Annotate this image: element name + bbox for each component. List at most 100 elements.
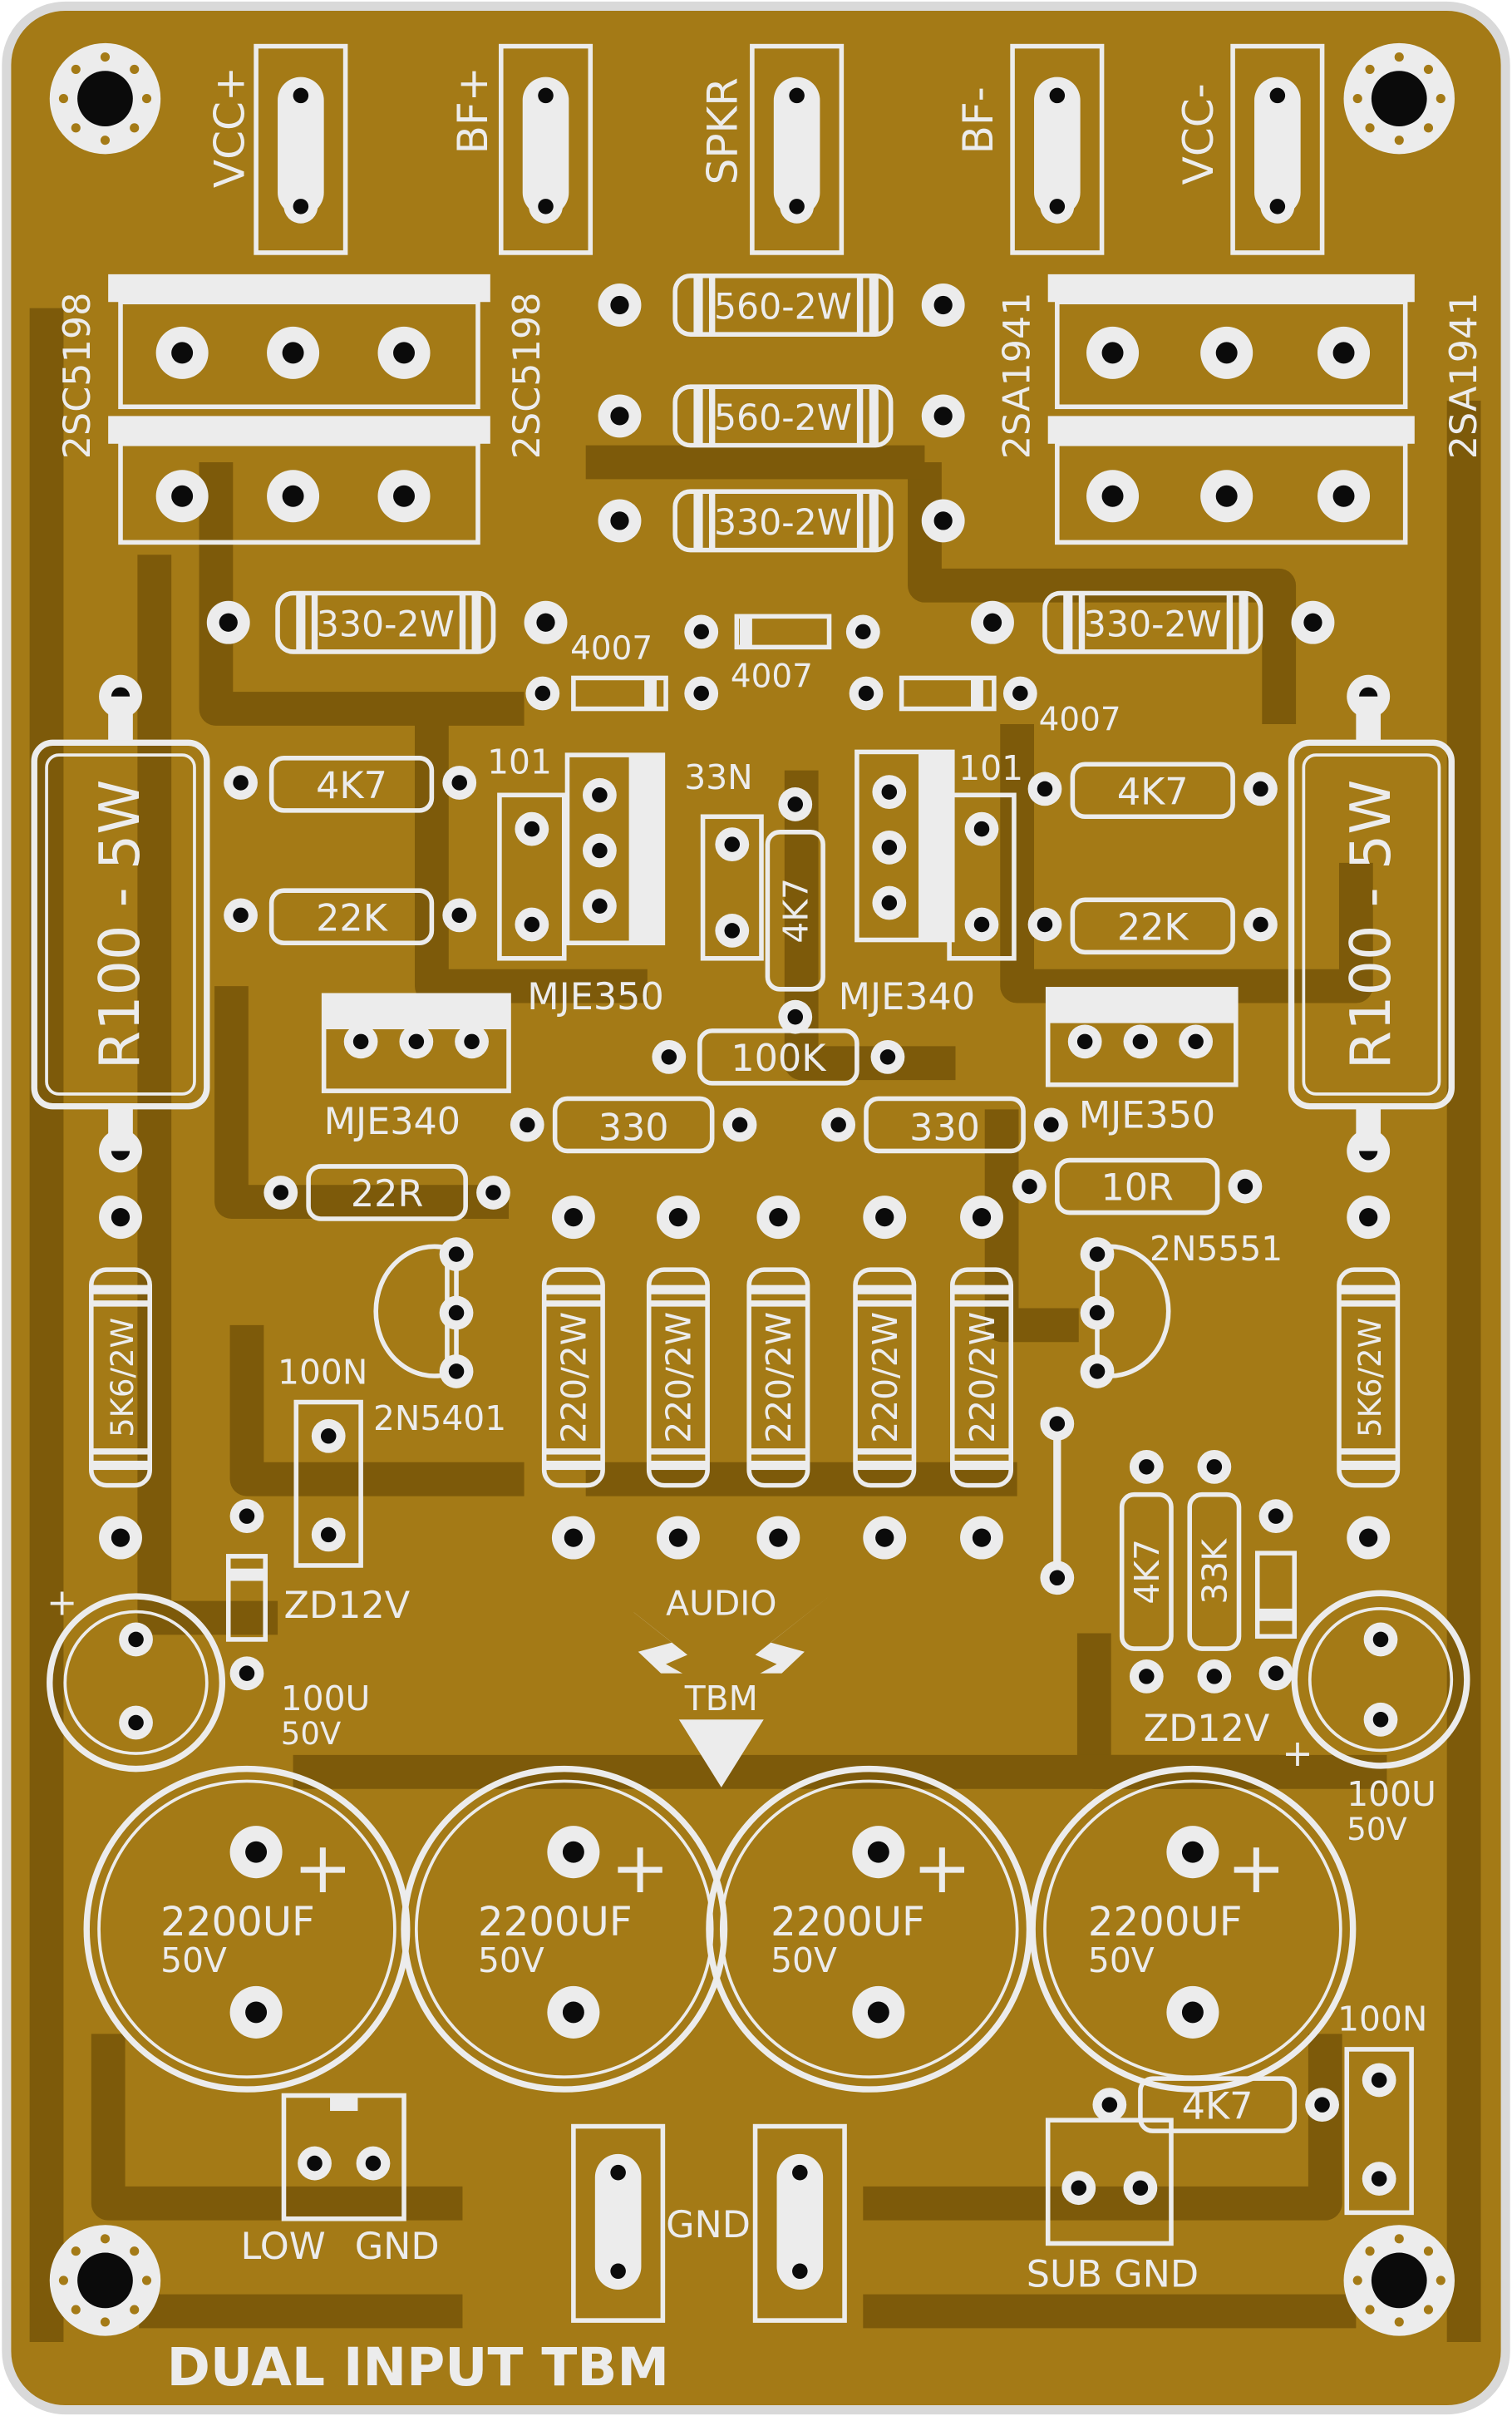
label-4k7-small: 4K7 <box>1127 1539 1167 1605</box>
resistor-r100-5w-right: R100 - 5W <box>1288 674 1455 1173</box>
diode-4007-a: 4007 <box>525 630 719 712</box>
label-gnd-center: GND <box>666 2204 751 2246</box>
label-220-1: 220/2W <box>554 1312 594 1443</box>
transistor-mje350-horizontal: MJE350 <box>1045 987 1239 1137</box>
label-vcc-neg: VCC- <box>1175 83 1223 185</box>
label-100n-right: 100N <box>1337 1999 1427 2039</box>
resistor-5k6-right: 5K6/2W <box>1339 1196 1397 1560</box>
label-330-b: 330 <box>909 1107 980 1149</box>
capacitor-101-right: 101 <box>947 748 1023 961</box>
resistor-5k6-left: 5K6/2W <box>91 1196 150 1560</box>
resistor-4k7-bottom: 4K7 <box>1092 2076 1339 2133</box>
label-50v-left: 50V <box>281 1716 342 1752</box>
resistor-22r: 22R <box>263 1164 510 1221</box>
terminal-vcc-pos: VCC+ <box>205 43 348 255</box>
label-33n: 33N <box>684 757 752 797</box>
label-4k7-bottom: 4K7 <box>1182 2085 1253 2128</box>
label-mje350-a: MJE350 <box>527 976 663 1018</box>
label-220-4: 220/2W <box>865 1312 905 1443</box>
label-2sc5198-a: 2SC5198 <box>57 293 99 460</box>
resistor-220-4: 220/2W <box>855 1196 914 1560</box>
label-2200uf-2: 2200UF <box>478 1899 633 1945</box>
label-bf-neg: BF- <box>954 86 1002 154</box>
connector-low-gnd: LOW GND <box>241 2093 440 2268</box>
label-2200uf-4: 2200UF <box>1088 1899 1243 1945</box>
label-220-2: 220/2W <box>659 1312 699 1443</box>
resistor-4k7-right: 4K7 <box>1027 762 1278 820</box>
label-560-b: 560-2W <box>714 397 852 439</box>
label-50v-4: 50V <box>1088 1940 1155 1980</box>
mounting-hole-top-right <box>1343 42 1455 155</box>
resistor-33k-small: 33K <box>1187 1449 1242 1694</box>
label-2sa1941-b: 2SA1941 <box>1443 292 1485 459</box>
diode-4007-b: 4007 <box>684 614 880 696</box>
label-100u-left: 100U <box>281 1679 371 1718</box>
label-low: LOW <box>241 2226 326 2268</box>
label-4007-b: 4007 <box>731 658 813 696</box>
label-vcc-pos: VCC+ <box>205 67 254 188</box>
resistor-220-3: 220/2W <box>749 1196 807 1560</box>
resistor-220-5: 220/2W <box>953 1196 1011 1560</box>
label-mje340-b: MJE340 <box>324 1101 460 1143</box>
diode-4007-c: 4007 <box>849 675 1121 738</box>
terminal-gnd-right <box>752 2123 847 2323</box>
board-title: DUAL INPUT TBM <box>167 2337 669 2398</box>
label-r100-5w-left: R100 - 5W <box>87 780 152 1070</box>
plus-cap-3: + <box>913 1827 972 1910</box>
resistor-560-b: 560-2W <box>598 387 965 445</box>
zener-zd12v-left: ZD12V <box>225 1499 411 1691</box>
label-101-right: 101 <box>958 748 1023 788</box>
label-2200uf-1: 2200UF <box>160 1899 315 1945</box>
jumper-wire <box>1040 1407 1075 1595</box>
label-50v-1: 50V <box>160 1940 227 1980</box>
transistor-mje340-vertical: MJE340 <box>839 749 975 1018</box>
resistor-10r: 10R <box>1012 1157 1263 1215</box>
mounting-hole-top-left <box>49 42 161 155</box>
capacitor-101-left: 101 <box>487 742 567 961</box>
plus-cap-1: + <box>293 1827 352 1910</box>
transistor-mje350-vertical: MJE350 <box>527 752 666 1018</box>
capacitor-100n-left: 100N <box>278 1352 367 1568</box>
capacitor-100n-right: 100N <box>1337 1999 1427 2216</box>
capacitor-33n: 33N <box>684 757 764 961</box>
transistor-2sc5198-b <box>108 416 490 545</box>
resistor-330-b: 330 <box>821 1096 1068 1154</box>
label-560-a: 560-2W <box>714 287 852 328</box>
resistor-330-a: 330 <box>510 1096 757 1154</box>
label-mje340-a: MJE340 <box>839 976 975 1018</box>
label-33k-small: 33K <box>1195 1538 1235 1605</box>
audio-tbm-logo: AUDIO TBM <box>613 1583 830 1787</box>
terminal-gnd-left <box>571 2123 666 2323</box>
connector-sub-gnd: SUB GND <box>1027 2118 1199 2295</box>
transistor-mje340-horizontal: MJE340 <box>321 993 511 1143</box>
logo-tbm: TBM <box>684 1679 758 1718</box>
label-sub-gnd: SUB GND <box>1027 2253 1199 2295</box>
resistor-r100-5w-left: R100 - 5W <box>31 674 210 1173</box>
label-2n5551: 2N5551 <box>1150 1229 1283 1269</box>
label-50v-2: 50V <box>478 1940 544 1980</box>
label-4k7-right: 4K7 <box>1117 771 1189 813</box>
label-22r: 22R <box>351 1173 423 1215</box>
terminal-vcc-neg: VCC- <box>1175 43 1325 255</box>
plus-cap-2: + <box>610 1827 669 1910</box>
logo-audio: AUDIO <box>666 1583 776 1623</box>
terminal-bf-pos: BF+ <box>449 43 593 255</box>
resistor-330-center: 330-2W <box>598 491 965 550</box>
label-spkr: SPKR <box>698 77 746 185</box>
label-22k-right: 22K <box>1117 907 1190 949</box>
resistor-220-1: 220/2W <box>544 1196 603 1560</box>
resistor-560-a: 560-2W <box>598 276 965 334</box>
transistor-2n5401: 2N5401 <box>373 1237 506 1438</box>
label-2n5401: 2N5401 <box>373 1398 506 1438</box>
label-low-gnd: GND <box>355 2226 440 2268</box>
capacitor-100u-right: + 100U 50V <box>1282 1590 1470 1847</box>
label-4007-a: 4007 <box>570 630 653 668</box>
terminal-bf-neg: BF- <box>954 43 1105 255</box>
label-zd12v-right: ZD12V <box>1144 1708 1270 1750</box>
resistor-220-2: 220/2W <box>649 1196 707 1560</box>
label-4007-c: 4007 <box>1039 701 1121 738</box>
capacitor-100u-left: + 100U 50V <box>47 1581 371 1773</box>
zener-zd12v-right: ZD12V <box>1144 1499 1298 1750</box>
label-2sa1941-a: 2SA1941 <box>996 292 1038 459</box>
